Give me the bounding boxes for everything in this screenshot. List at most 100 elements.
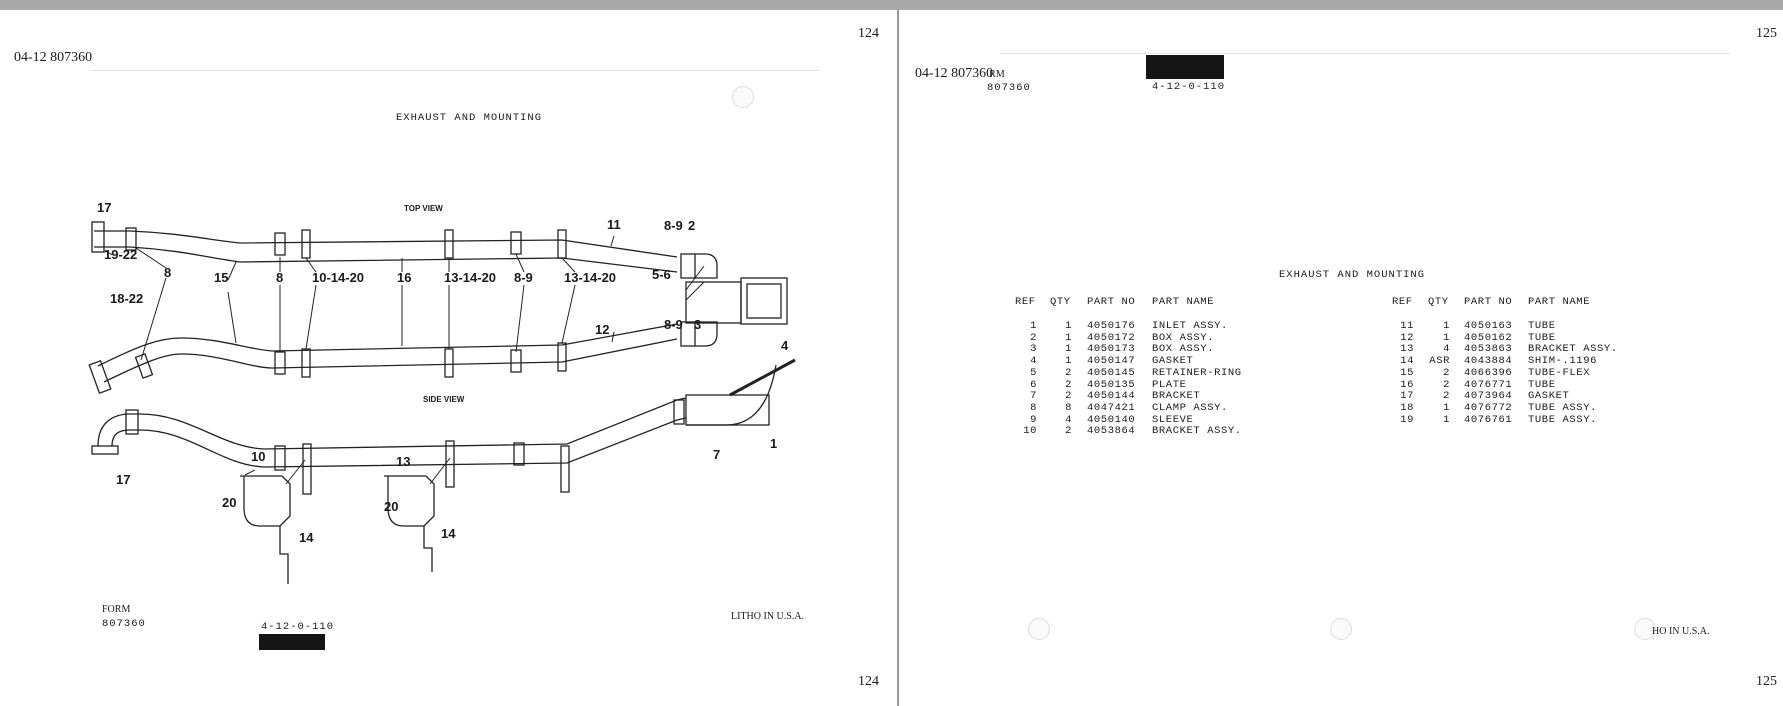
- qty-cell: 1: [1065, 343, 1072, 356]
- form-number: 807360: [987, 82, 1031, 94]
- page-title: EXHAUST AND MOUNTING: [396, 112, 543, 124]
- punch-hole: [1028, 618, 1050, 640]
- callout-label: 17: [97, 200, 111, 215]
- part-name-cell: TUBE: [1528, 378, 1556, 391]
- tube-lower-edge: [103, 338, 678, 383]
- punch-hole: [1634, 618, 1656, 640]
- side-view-label: SIDE VIEW: [423, 395, 465, 404]
- page-125: [899, 10, 1783, 706]
- ref-cell: 15: [1400, 366, 1414, 379]
- ref-cell: 3: [1030, 343, 1037, 356]
- part-no-cell: 4050144: [1087, 390, 1136, 403]
- part-name-cell: PLATE: [1152, 378, 1187, 391]
- qty-cell: 1: [1443, 331, 1450, 344]
- part-no-cell: 4076761: [1464, 413, 1513, 426]
- ref-cell: 18: [1400, 401, 1414, 414]
- qty-cell: 2: [1065, 425, 1072, 438]
- column-header: REF: [1392, 296, 1413, 308]
- callout-label: 5-6: [652, 267, 671, 282]
- part-name-cell: BOX ASSY.: [1152, 343, 1215, 356]
- qty-cell: 8: [1065, 401, 1072, 414]
- qty-cell: 1: [1443, 413, 1450, 426]
- part-no-cell: 4050162: [1464, 331, 1513, 344]
- callout-label: 11: [607, 217, 621, 232]
- ref-cell: 14: [1400, 355, 1414, 368]
- part-no-cell: 4073964: [1464, 390, 1513, 403]
- ref-cell: 4: [1030, 355, 1037, 368]
- viewer-top-bar: [0, 0, 1783, 10]
- ref-cell: 17: [1400, 390, 1414, 403]
- qty-cell: ASR: [1429, 355, 1450, 368]
- part-no-cell: 4047421: [1087, 401, 1136, 414]
- qty-cell: 1: [1065, 320, 1072, 332]
- part-name-cell: INLET ASSY.: [1152, 320, 1228, 332]
- callout-label: 10-14-20: [312, 270, 364, 285]
- ref-cell: 19: [1400, 413, 1414, 426]
- litho-text: LITHO IN U.S.A.: [731, 611, 805, 622]
- part-no-cell: 4050176: [1087, 320, 1136, 332]
- scan-line: [90, 70, 820, 71]
- part-no-cell: 4050173: [1087, 343, 1136, 356]
- part-no-cell: 4076771: [1464, 378, 1513, 391]
- part-no-cell: 4050140: [1087, 413, 1136, 426]
- qty-cell: 2: [1065, 378, 1072, 391]
- callout-label: 14: [441, 526, 456, 541]
- ref-cell: 11: [1400, 320, 1414, 332]
- qty-cell: 1: [1065, 331, 1072, 344]
- part-no-cell: 4053863: [1464, 343, 1513, 356]
- callout-label: 17: [116, 472, 130, 487]
- callout-label: 20: [384, 499, 398, 514]
- page-number-bottom: 124: [858, 674, 879, 689]
- header-code-text: 04-12 807360: [915, 66, 994, 81]
- column-header: REF: [1015, 296, 1036, 308]
- qty-cell: 1: [1065, 355, 1072, 368]
- qty-cell: 2: [1443, 390, 1450, 403]
- callout-label: 16: [397, 270, 411, 285]
- callout-label: 8-9: [664, 218, 683, 233]
- ref-cell: 16: [1400, 378, 1414, 391]
- ref-cell: 10: [1023, 425, 1037, 438]
- callout-label: 12: [595, 322, 609, 337]
- ref-cell: 1: [1030, 320, 1037, 332]
- callout-label: 3: [694, 317, 701, 332]
- callout-label: 18-22: [110, 291, 143, 306]
- callout-label: 13-14-20: [564, 270, 616, 285]
- part-name-cell: CLAMP ASSY.: [1152, 401, 1228, 414]
- ref-cell: 13: [1400, 343, 1414, 356]
- ref-cell: 8: [1030, 401, 1037, 414]
- callout-label: 8-9: [664, 317, 683, 332]
- part-name-cell: TUBE: [1528, 320, 1556, 332]
- part-name-cell: TUBE-FLEX: [1528, 366, 1591, 379]
- callout-label: 4: [781, 338, 789, 353]
- callout-label: 7: [713, 447, 720, 462]
- part-name-cell: BRACKET: [1152, 390, 1201, 403]
- scan-line: [1000, 53, 1730, 54]
- redaction-box: [1146, 55, 1224, 79]
- part-name-cell: TUBE ASSY.: [1528, 401, 1598, 414]
- callout-label: 10: [251, 449, 265, 464]
- part-name-cell: SLEEVE: [1152, 413, 1194, 426]
- column-header: QTY: [1428, 296, 1449, 308]
- part-name-cell: BRACKET ASSY.: [1528, 343, 1618, 356]
- tube-upper-edge: [94, 230, 678, 258]
- part-name-cell: GASKET: [1152, 355, 1194, 368]
- section-code: 4-12-0-110: [261, 621, 335, 633]
- qty-cell: 1: [1443, 320, 1450, 332]
- callout-label: 8: [164, 265, 171, 280]
- ref-cell: 2: [1030, 331, 1037, 344]
- part-name-cell: TUBE ASSY.: [1528, 413, 1598, 426]
- header-overprint: RM: [989, 69, 1005, 80]
- header-code: 04-12 807360: [14, 50, 93, 65]
- qty-cell: 2: [1065, 390, 1072, 403]
- qty-cell: 4: [1443, 343, 1450, 356]
- column-header: PART NAME: [1152, 296, 1215, 308]
- callout-label: 13-14-20: [444, 270, 496, 285]
- callout-label: 13: [396, 454, 410, 469]
- callout-label: 19-22: [104, 247, 137, 262]
- part-name-cell: TUBE: [1528, 331, 1556, 344]
- column-header: QTY: [1050, 296, 1071, 308]
- form-number: 807360: [102, 618, 146, 630]
- part-name-cell: SHIM-.1196: [1528, 355, 1598, 368]
- part-no-cell: 4050145: [1087, 366, 1136, 379]
